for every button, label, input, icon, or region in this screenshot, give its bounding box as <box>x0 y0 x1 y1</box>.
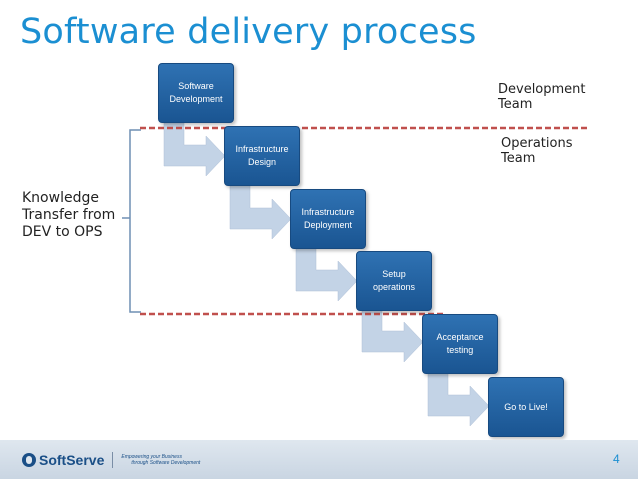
tagline-line2: through Software Development <box>131 460 201 466</box>
knowledge-transfer-line1: Knowledge <box>22 190 99 206</box>
development-team-line2: Team <box>498 97 533 112</box>
step-4-line1: Setup <box>382 269 406 279</box>
step-2-line1: Infrastructure <box>235 144 289 154</box>
step-5-line2: testing <box>446 345 474 355</box>
step-1-line2: Development <box>169 94 223 104</box>
slide-footer: SoftServe Empowering your Business throu… <box>0 440 638 479</box>
knowledge-transfer-label: Knowledge Transfer from DEV to OPS <box>22 190 115 241</box>
knowledge-transfer-line2: Transfer from <box>22 207 116 223</box>
step-go-to-live: Go to Live! <box>488 377 564 437</box>
logo-tagline: Empowering your Business through Softwar… <box>121 454 200 466</box>
step-3-line2: Deployment <box>303 220 353 230</box>
operations-team-line2: Team <box>501 151 536 166</box>
step-5-line1: Acceptance <box>436 332 484 342</box>
arrow-2-to-3 <box>229 184 292 240</box>
slide-title: Software delivery process <box>20 12 477 52</box>
softserve-logo-icon <box>22 453 36 467</box>
arrow-1-to-2 <box>163 122 226 177</box>
step-setup-operations: Setup operations <box>356 251 432 311</box>
knowledge-transfer-line3: DEV to OPS <box>22 224 103 240</box>
step-4-line2: operations <box>372 282 416 292</box>
development-team-line1: Development <box>498 82 586 97</box>
step-software-development: Software Development <box>158 63 234 123</box>
arrow-3-to-4 <box>295 246 358 302</box>
step-2-line2: Design <box>247 157 276 167</box>
knowledge-bracket <box>129 129 141 313</box>
logo-divider <box>112 452 114 468</box>
softserve-logo: SoftServe Empowering your Business throu… <box>22 451 200 469</box>
operations-team-label: Operations Team <box>501 136 572 166</box>
step-acceptance-testing: Acceptance testing <box>422 314 498 374</box>
development-team-label: Development Team <box>498 82 586 112</box>
arrow-5-to-6 <box>427 372 490 427</box>
arrow-4-to-5 <box>361 309 424 363</box>
tagline-line1: Empowering your Business <box>121 454 182 460</box>
step-infrastructure-design: Infrastructure Design <box>224 126 300 186</box>
logo-text: SoftServe <box>39 452 105 468</box>
step-infrastructure-deployment: Infrastructure Deployment <box>290 189 366 249</box>
page-number: 4 <box>613 452 620 466</box>
flow-diagram-lines <box>122 122 588 427</box>
step-1-line1: Software <box>178 81 214 91</box>
operations-team-line1: Operations <box>501 136 573 151</box>
step-arrows <box>163 122 490 427</box>
step-3-line1: Infrastructure <box>301 207 355 217</box>
step-6-line1: Go to Live! <box>504 401 548 412</box>
